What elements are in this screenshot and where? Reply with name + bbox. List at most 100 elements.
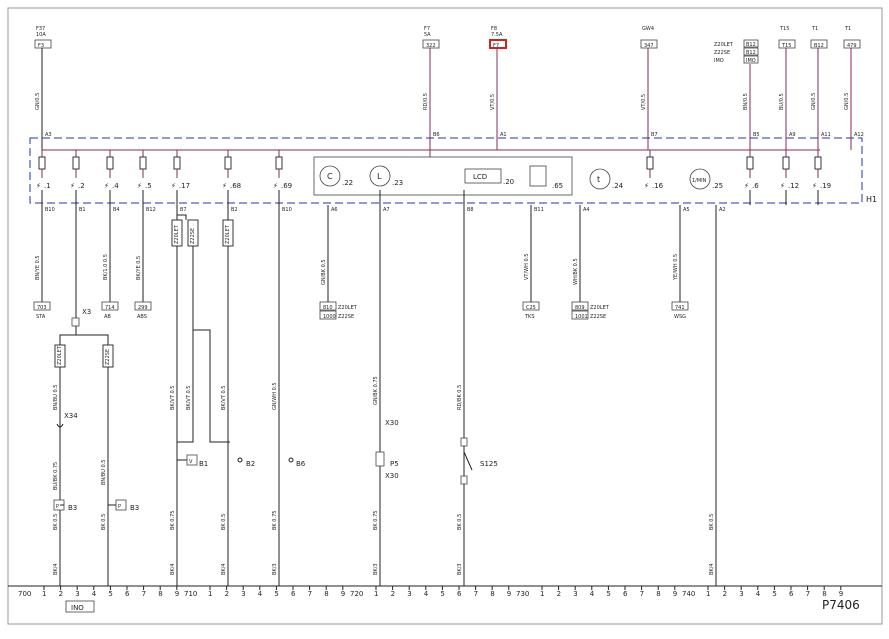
gauge-symbol: t <box>597 175 600 184</box>
component-x30-bottom: X30 <box>385 472 399 480</box>
component-b1: B1 <box>199 460 208 468</box>
stack-variant: Z20LET <box>338 305 358 311</box>
wire-label: BN/BU 0.5 <box>53 385 59 411</box>
scale-tick: 6 <box>789 590 794 598</box>
scale-tick: 5 <box>440 590 444 598</box>
top-connector-name: GW4 <box>642 26 654 32</box>
svg-text:Z20LET: Z20LET <box>174 224 180 244</box>
wire-label: BK/VT 0.5 <box>221 386 227 410</box>
scale-tick: 7 <box>640 590 644 598</box>
gauge-1: C.22 <box>319 165 353 187</box>
top-connector-box-label: 347 <box>644 43 654 49</box>
scale-tick: 4 <box>258 590 263 598</box>
wire-label: BK 0.5 <box>221 514 227 530</box>
top-connector-box-label: 322 <box>426 43 436 49</box>
top-connector-name: T1 <box>811 26 818 32</box>
top-connector-box-label: B12 <box>814 43 824 49</box>
scale-tick: 9 <box>341 590 345 598</box>
scale-tick: 8 <box>324 590 328 598</box>
instrument-cluster-outline <box>29 137 863 204</box>
module-pin-bottom: A5 <box>683 207 690 213</box>
wire-label: BK 0.75 <box>272 511 278 530</box>
side-connector-box: C25 <box>526 305 536 311</box>
gauge-label: .22 <box>342 179 353 187</box>
component-b6: B6 <box>296 460 306 468</box>
scale-tick: 1 <box>540 590 544 598</box>
gauge-3: LCD.20 <box>464 168 514 186</box>
lamp-label: .4 <box>112 182 119 190</box>
lamp-2: ⚡.2 <box>70 150 85 205</box>
scale-tick: 6 <box>457 590 462 598</box>
scale-tick: 3 <box>407 590 411 598</box>
variant-tag: IMO <box>714 58 724 64</box>
module-pin-bottom: B1 <box>79 207 86 213</box>
side-connector-label: ABS <box>137 314 147 320</box>
module-pin: A12 <box>854 132 864 138</box>
wire-label: RD/BK 0.5 <box>457 385 463 410</box>
scale-section: 730 <box>516 590 529 598</box>
svg-text:Z20LET: Z20LET <box>57 345 63 365</box>
module-pin-bottom: A7 <box>383 207 390 213</box>
stack-box: 809 <box>575 305 585 311</box>
gauge-label: .65 <box>552 182 563 190</box>
wire-label: BK 0.5 <box>457 514 463 530</box>
sheet-frame <box>7 7 883 625</box>
wire-label: BK 0.5 <box>709 514 715 530</box>
top-connector-box: B12 <box>746 42 756 48</box>
ground-label: BK/3 <box>272 563 278 575</box>
top-wire-label: RD/0.5 <box>423 93 429 110</box>
ino-tag: INO <box>71 604 84 612</box>
side-connector-label: STA <box>36 314 46 320</box>
top-wire-label: GN/0.5 <box>811 93 817 110</box>
drawing-number: P7406 <box>822 598 860 612</box>
side-wire-label: YE/WH 0.5 <box>673 254 679 281</box>
scale-tick: 9 <box>673 590 677 598</box>
gauge-4: .65 <box>529 165 563 190</box>
scale-tick: 7 <box>142 590 146 598</box>
side-wire-label: BK/YE 0.5 <box>136 256 142 280</box>
lamp-glyph: ⚡ <box>171 182 176 190</box>
module-pin-bottom: B7 <box>180 207 187 213</box>
top-wire-label: GN/0.5 <box>844 93 850 110</box>
module-pin-bottom: B10 <box>282 207 292 213</box>
svg-text:Z22SE: Z22SE <box>105 349 111 365</box>
module-pin: A9 <box>789 132 796 138</box>
gauge-label: .20 <box>503 178 514 186</box>
component-b3-b: B3 <box>130 504 139 512</box>
module-pin-bottom: B4 <box>113 207 120 213</box>
lamp-10: ⚡.6 <box>744 150 759 205</box>
wire-label: BK 0.5 <box>101 514 107 530</box>
side-connector-box: 741 <box>675 305 685 311</box>
lamp-glyph: ⚡ <box>137 182 142 190</box>
side-wire-label: BN/YE 0.5 <box>35 255 41 280</box>
scale-tick: 6 <box>291 590 296 598</box>
top-connector-name: F37 <box>36 26 45 32</box>
lamp-11: ⚡.12 <box>780 150 799 205</box>
lamp-glyph: ⚡ <box>780 182 785 190</box>
stack-variant: Z22SE <box>590 314 606 320</box>
scale-tick: 2 <box>557 590 561 598</box>
top-wire-label: BN/0.5 <box>743 93 749 110</box>
lamp-glyph: ⚡ <box>36 182 41 190</box>
module-pin-bottom: A6 <box>331 207 338 213</box>
gauge-label: .25 <box>712 182 723 190</box>
component-p5: P5 <box>390 460 399 468</box>
top-connector-name: T15 <box>779 26 789 32</box>
scale-tick: 1 <box>208 590 212 598</box>
scale-tick: 4 <box>756 590 761 598</box>
component-b2: B2 <box>246 460 255 468</box>
svg-text:P: P <box>118 504 121 510</box>
gauge-panel <box>313 156 573 196</box>
scale-section: 720 <box>350 590 363 598</box>
side-connector-label: AB <box>104 314 111 320</box>
lamp-glyph: ⚡ <box>222 182 227 190</box>
lamp-label: .19 <box>820 182 831 190</box>
lamp-label: .12 <box>788 182 799 190</box>
